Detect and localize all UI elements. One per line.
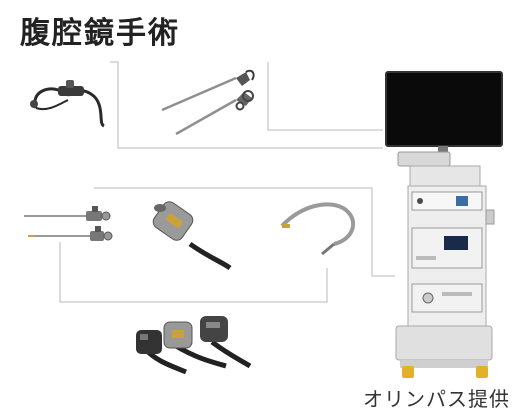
connector-forceps: [267, 62, 383, 131]
forceps-icon: [161, 69, 255, 136]
monitor-icon: [385, 71, 503, 147]
connector-flexible-scope: [110, 61, 383, 149]
rigid-scope-icon: [24, 206, 113, 241]
light-cable-icon: [280, 202, 356, 256]
figure-title: 腹腔鏡手術: [20, 16, 180, 51]
connector-lines: [59, 61, 395, 303]
camera-heads-icon: [136, 316, 252, 375]
video-tower-icon: [385, 71, 503, 378]
camera-head-icon: [152, 201, 232, 271]
credit-text: オリンパス提供: [363, 387, 510, 411]
flexible-endoscope-icon: [30, 80, 105, 128]
connector-scope-loop: [59, 242, 328, 303]
connector-camera-row: [94, 187, 395, 277]
